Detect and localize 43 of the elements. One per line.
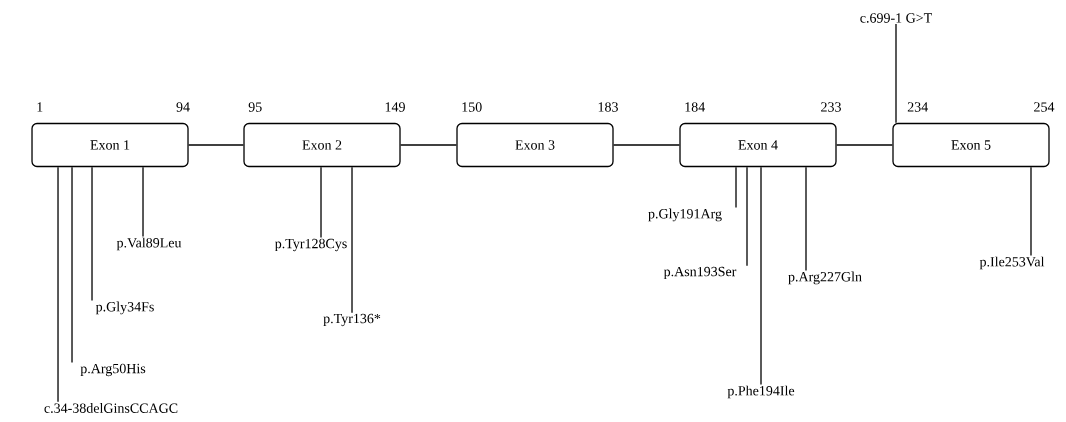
leader-line (760, 166, 762, 386)
variant-label: p.Ile253Val (979, 256, 1045, 270)
position-number: 150 (462, 102, 482, 112)
connector-line (836, 144, 893, 146)
variant-label: p.Tyr128Cys (274, 238, 347, 252)
variant-label: p.Gly191Arg (648, 208, 722, 222)
position-number: 233 (821, 102, 841, 112)
leader-line (320, 166, 322, 239)
position-number: 184 (685, 102, 705, 112)
leader-line (71, 166, 73, 364)
variant-label: p.Arg227Gln (788, 271, 862, 285)
variant-label: c.699-1 G>T (860, 13, 932, 23)
exon-box: Exon 4 (679, 122, 837, 168)
connector-line (613, 144, 680, 146)
leader-line (895, 23, 897, 124)
variant-label: p.Asn193Ser (663, 266, 737, 280)
leader-line (805, 166, 807, 272)
connector-line (188, 144, 244, 146)
connector-line (400, 144, 457, 146)
position-number: 95 (248, 102, 262, 112)
leader-line (1030, 166, 1032, 257)
exon-box: Exon 5 (892, 122, 1050, 168)
variant-label: p.Phe194Ile (727, 385, 795, 399)
variant-label: p.Gly34Fs (95, 301, 154, 315)
leader-line (746, 166, 748, 267)
position-number: 234 (907, 102, 928, 112)
variant-label: p.Val89Leu (116, 237, 182, 251)
variant-label: p.Tyr136* (323, 313, 381, 327)
position-number: 94 (176, 102, 190, 112)
leader-line (142, 166, 144, 238)
position-number: 254 (1034, 102, 1055, 112)
exon-box: Exon 1 (31, 122, 189, 168)
leader-line (57, 166, 59, 403)
exon-box: Exon 3 (456, 122, 614, 168)
variant-label: p.Arg50His (80, 363, 146, 377)
exon-box: Exon 2 (243, 122, 401, 168)
variant-label: c.34-38delGinsCCAGC (44, 403, 178, 413)
position-number: 149 (385, 102, 405, 112)
leader-line (91, 166, 93, 302)
position-number: 183 (598, 102, 618, 112)
leader-line (735, 166, 737, 209)
position-number: 1 (37, 102, 43, 112)
leader-line (351, 166, 353, 314)
